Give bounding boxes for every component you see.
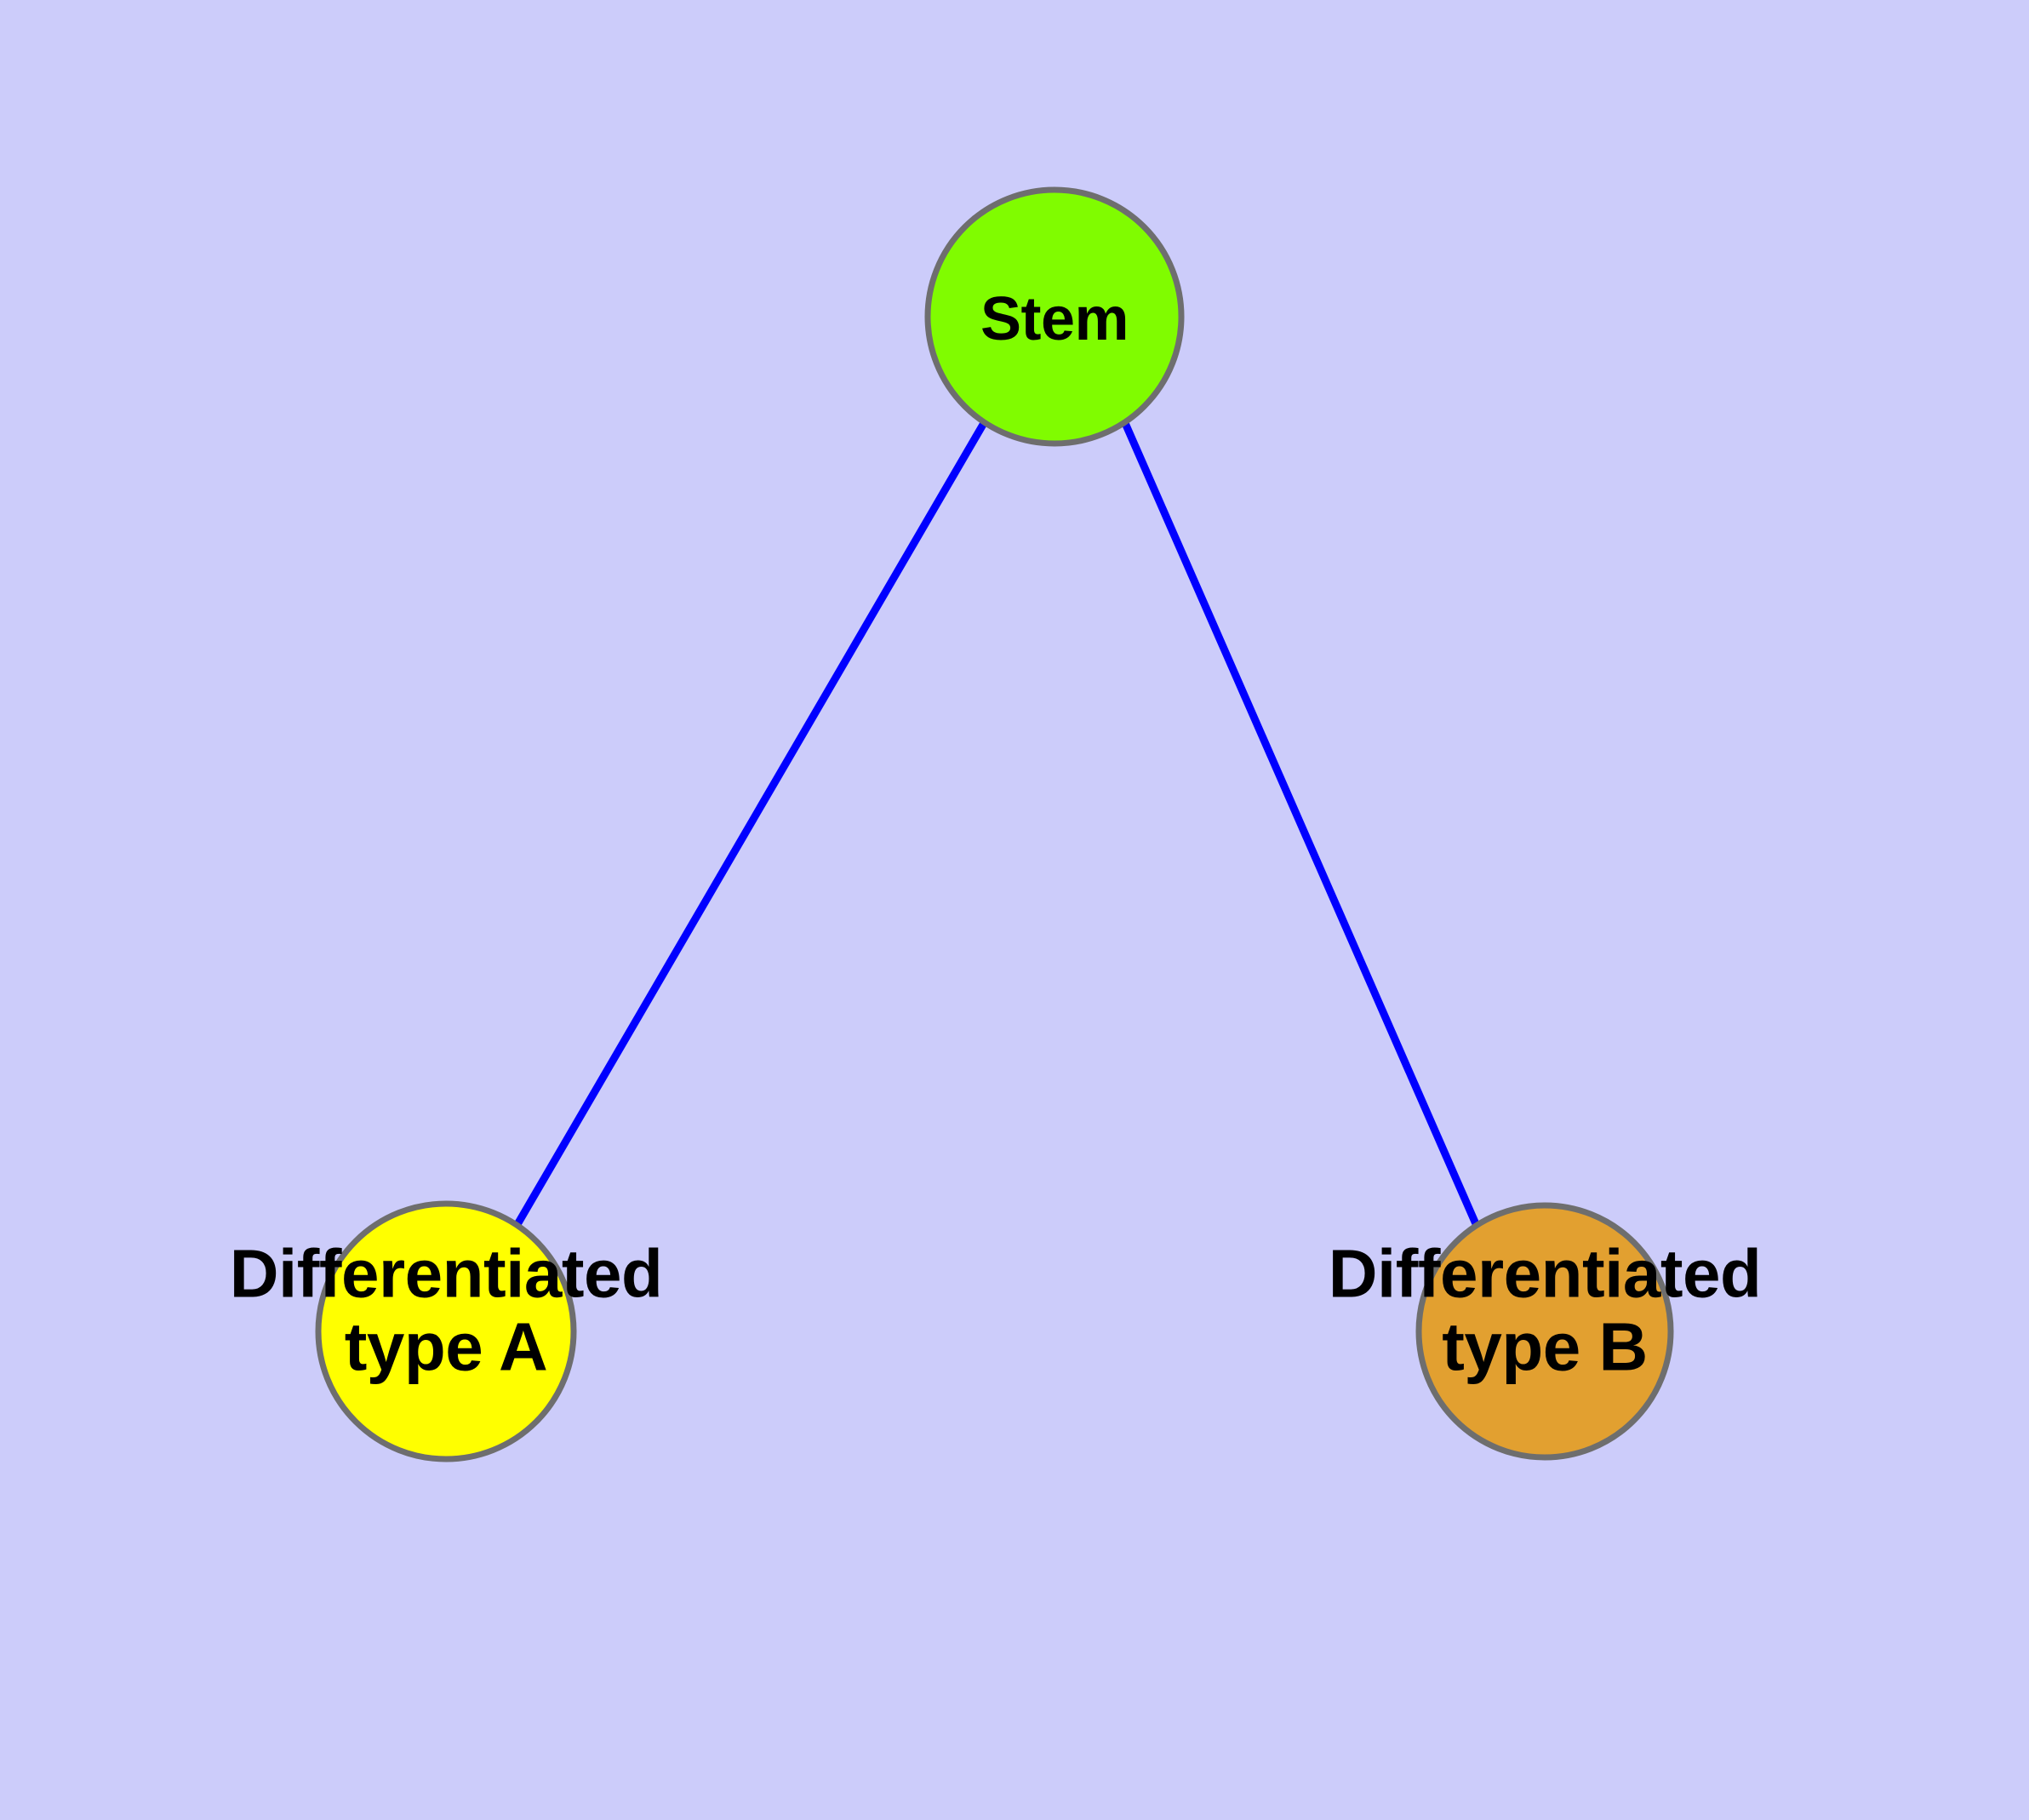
- node-diff-a-circle[interactable]: [315, 1200, 577, 1462]
- node-diff-b-circle[interactable]: [1415, 1202, 1674, 1461]
- node-layer: [315, 186, 1674, 1462]
- edge-layer: [513, 421, 1481, 1228]
- node-stem-circle[interactable]: [924, 186, 1185, 447]
- edge-stem-to-diff-b[interactable]: [1121, 421, 1481, 1228]
- edge-stem-to-diff-a[interactable]: [513, 421, 987, 1228]
